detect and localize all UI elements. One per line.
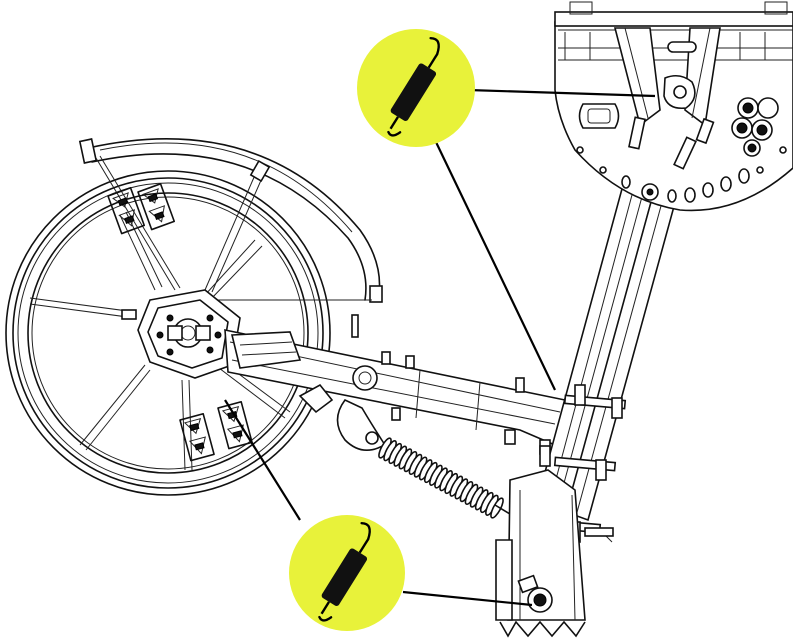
spring-coil: [490, 497, 504, 519]
lower-pivot-mount: [495, 469, 586, 638]
gauge-wheel: [5, 170, 331, 496]
spring-icon: [387, 36, 440, 137]
top-mounting-plate: [554, 1, 793, 212]
callout-spring-upper: [357, 29, 475, 147]
tension-spring: [336, 398, 529, 528]
callout-spring-lower: [289, 515, 405, 631]
spring-icon: [318, 521, 371, 622]
callout-leader-lines: [224, 88, 656, 607]
wheel-fender: [78, 138, 383, 338]
wheel-hub: [137, 289, 241, 379]
spring-coils: [378, 437, 504, 519]
warning-decals: [107, 182, 253, 462]
